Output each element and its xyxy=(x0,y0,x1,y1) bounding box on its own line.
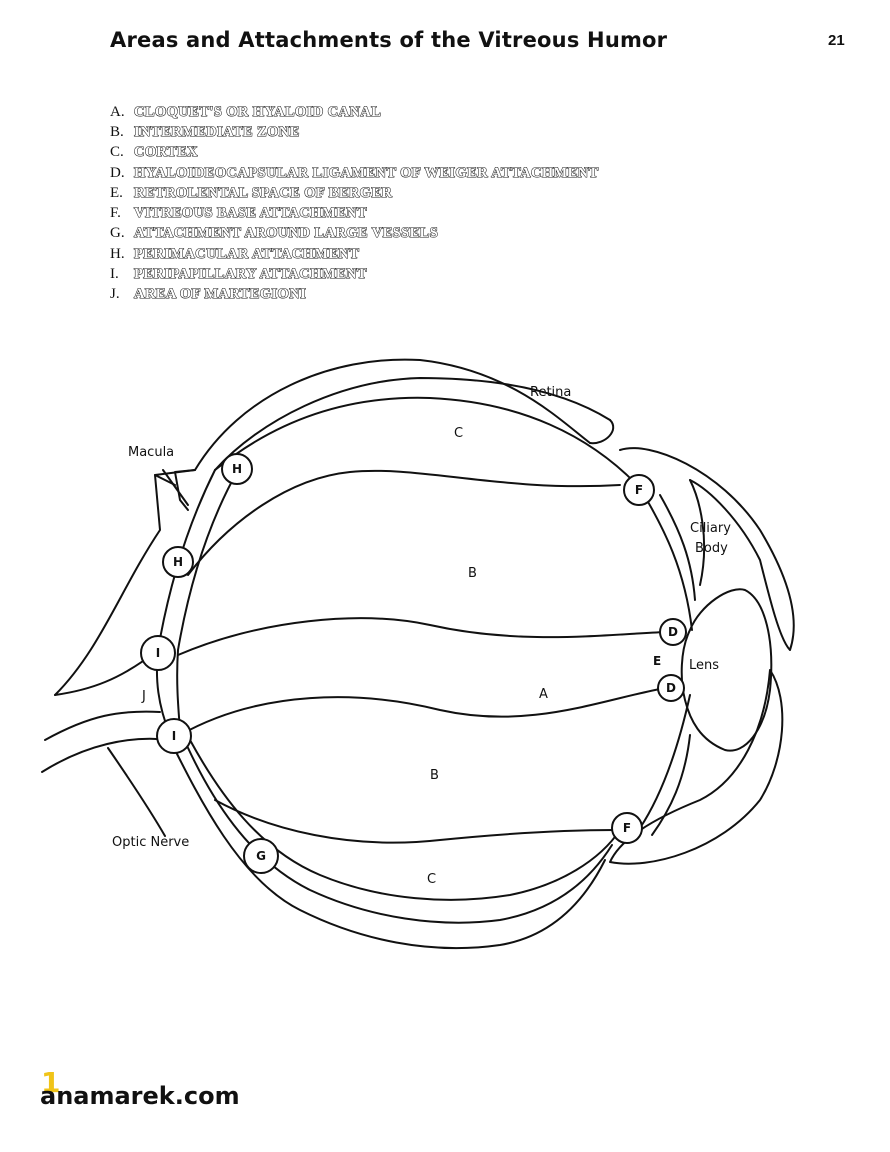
bottom-wall-innermost xyxy=(189,739,621,901)
bottom-wall-inner xyxy=(179,729,613,924)
optic-nerve-lower-1 xyxy=(44,710,161,741)
ciliary-label-line2: Body xyxy=(695,541,728,556)
legend-label: INTERMEDIATE ZONE xyxy=(133,123,300,140)
region-b-bottom: B xyxy=(430,768,439,783)
legend-item: D. HYALOIDEOCAPSULAR LIGAMENT OF WEIGER A… xyxy=(110,163,599,183)
marker-label: H xyxy=(173,555,183,569)
region-j: J xyxy=(141,689,146,704)
legend-letter: J. xyxy=(110,286,120,303)
bottom-wall-outer xyxy=(169,739,606,950)
legend-item: I. PERIPAPILLARY ATTACHMENT xyxy=(110,264,599,284)
marker-d-bottom: D xyxy=(657,674,685,702)
watermark-text: anamarek.com xyxy=(40,1082,240,1110)
posterior-inner xyxy=(176,469,239,731)
legend-label: ATTACHMENT AROUND LARGE VESSELS xyxy=(133,225,439,242)
macula-notch xyxy=(154,469,196,511)
marker-i-bottom: I xyxy=(156,718,192,754)
optic-nerve-lower-2 xyxy=(41,737,171,773)
ciliary-bottom xyxy=(609,669,784,865)
region-c-top: C xyxy=(454,426,463,441)
legend-list: A. CLOQUET'S OR HYALOID CANAL B. INTERMEDI… xyxy=(110,102,599,305)
macula-label: Macula xyxy=(128,445,174,460)
macula-pointer xyxy=(162,469,189,506)
legend-item: J. AREA OF MARTEGIONI xyxy=(110,285,599,305)
marker-label: D xyxy=(668,625,678,639)
region-c-bottom: C xyxy=(427,872,436,887)
optic-nerve-pointer xyxy=(107,747,166,837)
ciliary-label-line1: Ciliary xyxy=(690,521,731,536)
marker-i-top: I xyxy=(140,635,176,671)
legend-label: PERIMACULAR ATTACHMENT xyxy=(133,245,360,262)
legend-letter: E. xyxy=(110,184,123,201)
marker-f-bottom: F xyxy=(611,812,643,844)
marker-label: I xyxy=(172,729,176,743)
marker-f-top: F xyxy=(623,474,655,506)
legend-letter: I. xyxy=(110,266,119,283)
watermark-digit: 1 xyxy=(41,1066,61,1099)
legend-letter: C. xyxy=(110,144,124,161)
legend-letter: F. xyxy=(110,205,121,222)
legend-item: B. INTERMEDIATE ZONE xyxy=(110,122,599,142)
lens-label: Lens xyxy=(689,658,719,673)
canal-top xyxy=(177,617,666,656)
inner-wall-top xyxy=(214,396,641,489)
ciliary-top xyxy=(619,447,795,651)
retina-label: Retina xyxy=(530,385,571,400)
legend-item: H. PERIMACULAR ATTACHMENT xyxy=(110,244,599,264)
marker-label: H xyxy=(232,462,242,476)
intermediate-top xyxy=(187,469,621,576)
outer-wall-top xyxy=(54,358,591,696)
region-b-top: B xyxy=(468,566,477,581)
page-number: 21 xyxy=(828,32,845,49)
lens-outline xyxy=(680,588,773,752)
marker-g: G xyxy=(243,838,279,874)
legend-letter: H. xyxy=(110,245,125,262)
region-e: E xyxy=(653,654,661,668)
retina-tip xyxy=(589,419,615,445)
legend-label: VITREOUS BASE ATTACHMENT xyxy=(133,205,368,222)
posterior-outer xyxy=(155,469,216,736)
marker-label: I xyxy=(156,646,160,660)
region-a: A xyxy=(539,687,548,702)
legend-label: AREA OF MARTEGIONI xyxy=(133,286,307,303)
marker-h-left: H xyxy=(162,546,194,578)
marker-h-top: H xyxy=(221,453,253,485)
legend-item: E. RETROLENTAL SPACE OF BERGER xyxy=(110,183,599,203)
marker-label: D xyxy=(666,681,676,695)
marker-d-top: D xyxy=(659,618,687,646)
page-title: Areas and Attachments of the Vitreous Hu… xyxy=(110,28,668,52)
anterior-wall-3 xyxy=(651,734,691,836)
ciliary-top-inner xyxy=(689,479,706,586)
legend-label: PERIPAPILLARY ATTACHMENT xyxy=(133,265,367,283)
legend-item: A. CLOQUET'S OR HYALOID CANAL xyxy=(110,102,599,122)
legend-label: CORTEX xyxy=(133,144,198,161)
legend-item: G. ATTACHMENT AROUND LARGE VESSELS xyxy=(110,224,599,244)
legend-item: C. CORTEX xyxy=(110,143,599,163)
retina-inner-top xyxy=(214,377,611,471)
legend-label: RETROLENTAL SPACE OF BERGER xyxy=(133,184,393,201)
canal-bottom xyxy=(179,687,666,736)
optic-nerve-label: Optic Nerve xyxy=(112,835,189,850)
anterior-wall-2 xyxy=(659,494,696,601)
legend-letter: B. xyxy=(110,123,124,140)
legend-label: HYALOIDEOCAPSULAR LIGAMENT OF WEIGER ATT… xyxy=(133,164,599,181)
legend-label: CLOQUET'S OR HYALOID CANAL xyxy=(133,103,382,120)
intermediate-bottom xyxy=(214,799,616,844)
legend-item: F. VITREOUS BASE ATTACHMENT xyxy=(110,203,599,223)
legend-letter: D. xyxy=(110,164,125,181)
marker-label: G xyxy=(256,849,266,863)
legend-letter: G. xyxy=(110,225,125,242)
marker-label: F xyxy=(635,483,643,497)
marker-label: F xyxy=(623,821,631,835)
anterior-wall xyxy=(639,487,693,829)
legend-letter: A. xyxy=(110,103,125,120)
